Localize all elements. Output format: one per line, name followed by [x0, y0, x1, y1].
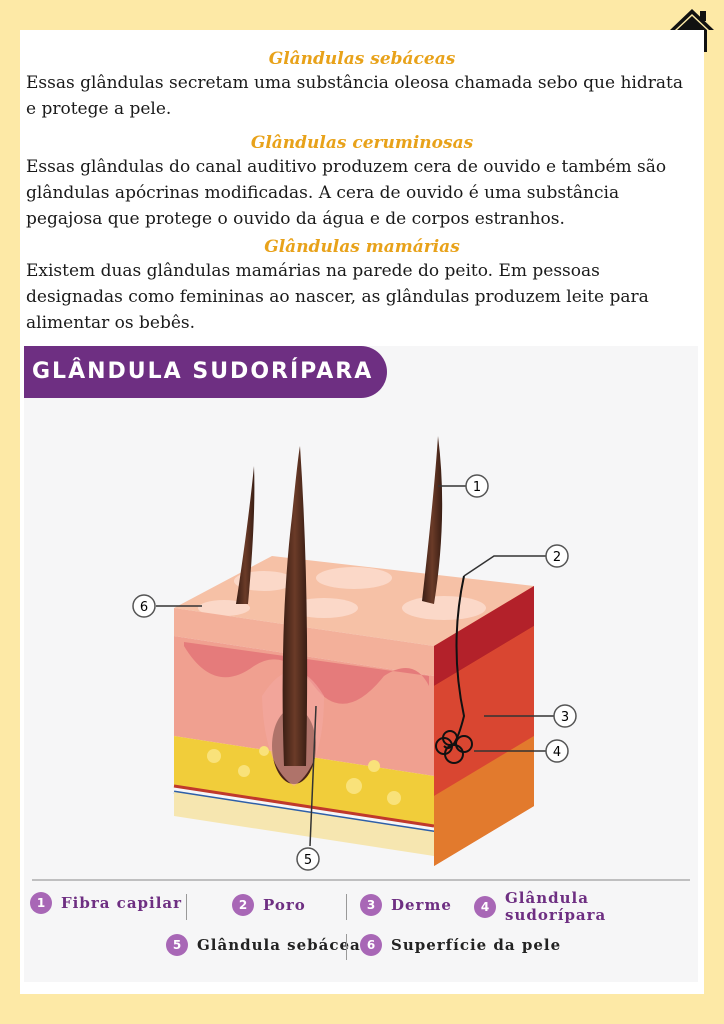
callout-3-label: 3 [561, 710, 569, 725]
callout-1: 1 [465, 474, 489, 498]
skin-diagram-figure: 1 2 3 4 5 6 GLÂNDULA [24, 346, 698, 982]
callout-4: 4 [545, 739, 569, 763]
legend-num-1: 1 [30, 892, 52, 914]
legend-num-3: 3 [360, 894, 382, 916]
legend-divider [346, 894, 347, 920]
legend-label-4: Glândula sudorípara [505, 889, 607, 924]
legend-label-3: Derme [391, 896, 452, 914]
legend-label-1: Fibra capilar [61, 894, 183, 912]
figure-banner: GLÂNDULA SUDORÍPARA [24, 346, 388, 398]
section-title-sebaceous: Glândulas sebáceas [268, 49, 456, 69]
legend-num-4: 4 [474, 896, 496, 918]
callout-2-label: 2 [553, 550, 561, 565]
callout-2: 2 [545, 544, 569, 568]
callout-5: 5 [296, 847, 320, 871]
skin-cross-section-illustration: 1 2 3 4 5 6 [32, 436, 690, 881]
callout-6: 6 [132, 594, 156, 618]
legend-item-4: 4 Glândula sudorípara [474, 890, 614, 924]
callout-3: 3 [553, 704, 577, 728]
section-text-ceruminous: Essas glândulas do canal auditivo produz… [26, 157, 667, 229]
legend-item-5: 5 Glândula sebácea [166, 934, 361, 956]
content-page: Glândulas sebáceas Essas glândulas secre… [20, 30, 704, 994]
legend-num-2: 2 [232, 894, 254, 916]
text-sections: Glândulas sebáceas Essas glândulas secre… [20, 48, 704, 336]
section-title-ceruminous: Glândulas ceruminosas [250, 133, 474, 153]
legend-item-2: 2 Poro [232, 894, 306, 916]
legend-label-5: Glândula sebácea [197, 936, 361, 954]
callout-4-label: 4 [553, 745, 561, 760]
legend-num-5: 5 [166, 934, 188, 956]
legend-label-6: Superfície da pele [391, 936, 562, 954]
legend-divider [186, 894, 187, 920]
section-text-mammary: Existem duas glândulas mamárias na pared… [26, 261, 649, 333]
callout-1-label: 1 [473, 480, 481, 495]
callout-6-label: 6 [140, 600, 148, 615]
legend-num-6: 6 [360, 934, 382, 956]
legend-item-6: 6 Superfície da pele [360, 934, 561, 956]
legend-divider [346, 934, 347, 960]
section-text-sebaceous: Essas glândulas secretam uma substância … [26, 73, 683, 119]
section-title-mammary: Glândulas mamárias [264, 237, 460, 257]
legend-item-3: 3 Derme [360, 894, 452, 916]
callout-5-label: 5 [304, 853, 312, 868]
legend-item-1: 1 Fibra capilar [30, 892, 182, 914]
legend-label-2: Poro [263, 896, 306, 914]
